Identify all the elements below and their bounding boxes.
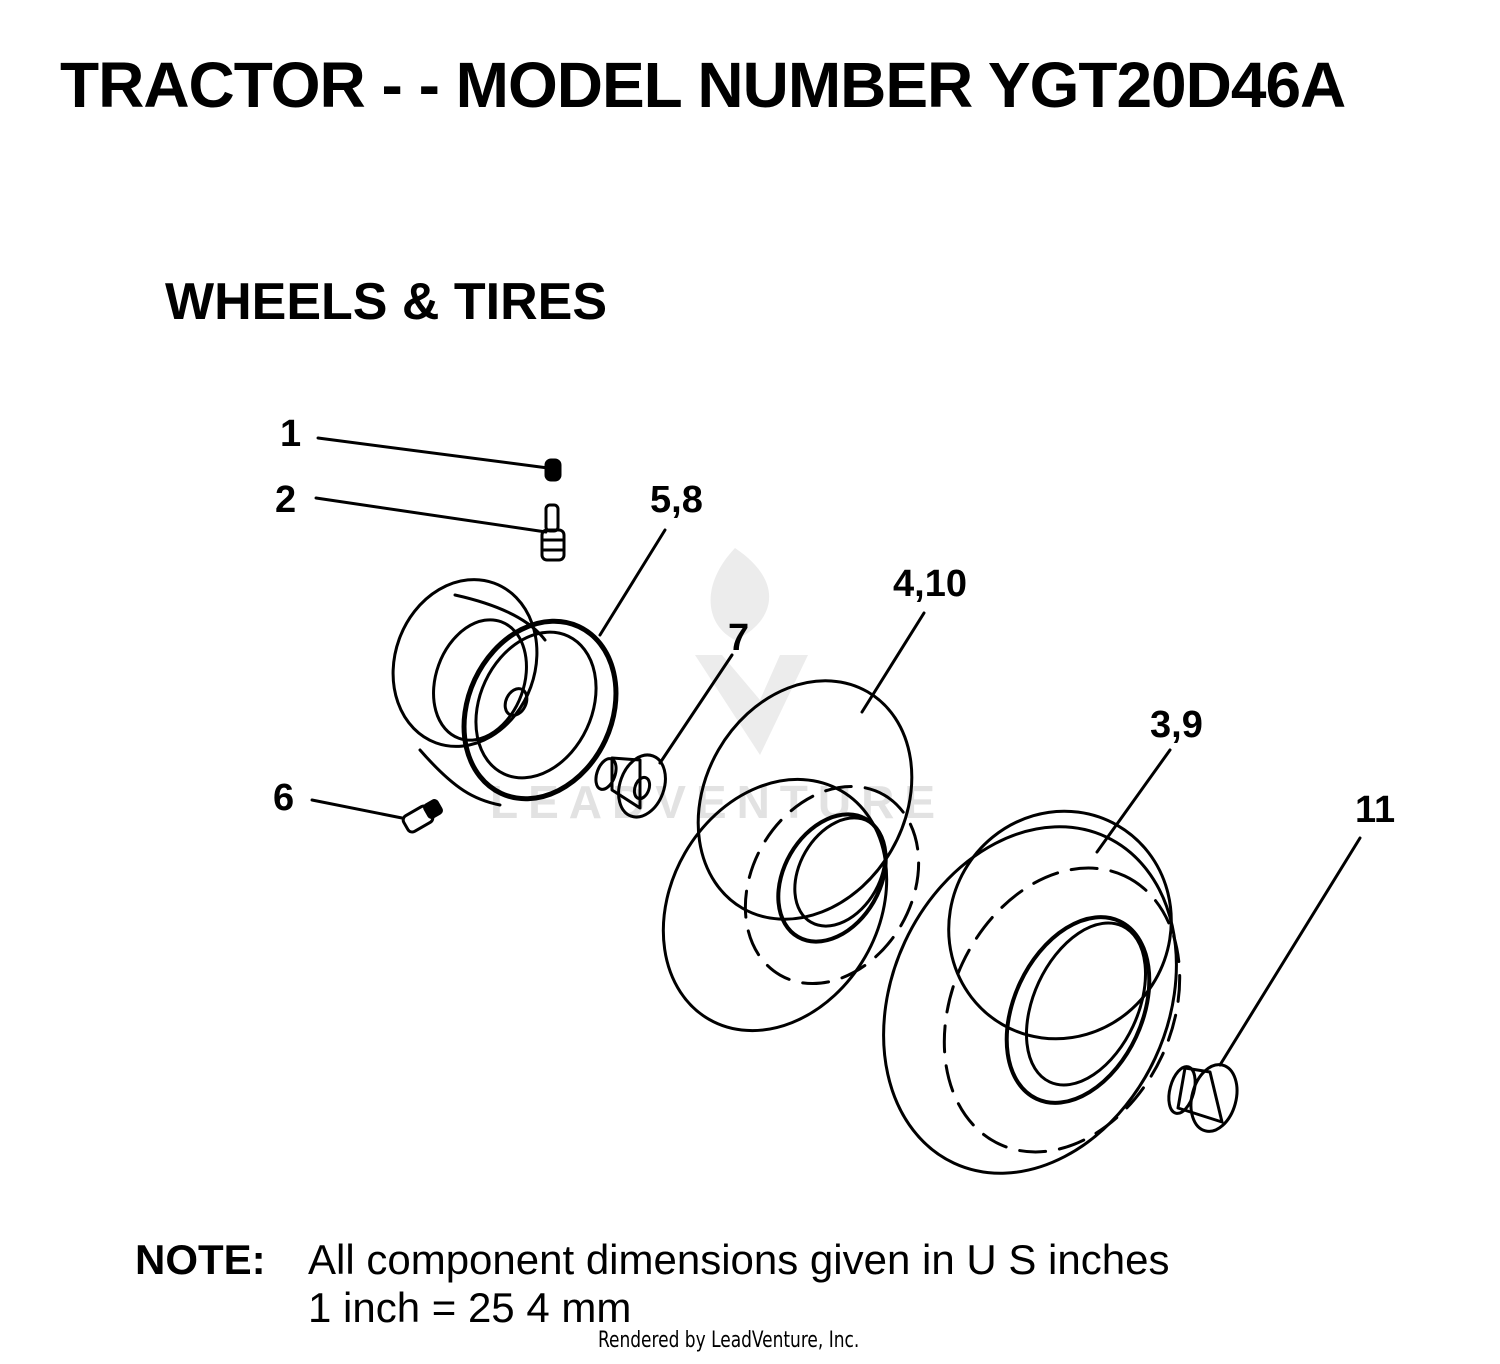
leader-line-3-9 bbox=[1095, 748, 1172, 854]
callout-7: 7 bbox=[728, 617, 749, 659]
leadventure-flame-logo-icon bbox=[695, 548, 808, 755]
flange-bushing bbox=[594, 753, 667, 819]
leader-line-1 bbox=[316, 436, 550, 470]
callout-4-10: 4,10 bbox=[893, 563, 967, 605]
callout-3-9: 3,9 bbox=[1150, 704, 1203, 746]
valve-stem bbox=[540, 503, 566, 562]
footer-credit: Rendered by LeadVenture, Inc. bbox=[598, 1328, 860, 1353]
watermark-text: LEADVENTURE bbox=[490, 776, 945, 828]
valve-cap bbox=[544, 458, 562, 482]
leader-line-5-8 bbox=[598, 528, 667, 637]
rear-tire bbox=[882, 809, 1182, 1175]
note-line-2: 1 inch = 25 4 mm bbox=[308, 1284, 632, 1331]
leader-line-7 bbox=[658, 653, 734, 765]
leader-line-4-10 bbox=[860, 611, 926, 714]
wheel-rim bbox=[391, 578, 619, 807]
callout-1: 1 bbox=[280, 413, 301, 455]
hub-cap bbox=[1167, 1063, 1239, 1133]
callout-2: 2 bbox=[275, 479, 296, 521]
note-label: NOTE: bbox=[135, 1236, 266, 1283]
leader-line-2 bbox=[314, 496, 548, 534]
note-line-1: All component dimensions given in U S in… bbox=[308, 1236, 1170, 1283]
front-tire bbox=[661, 679, 921, 1033]
callout-5-8: 5,8 bbox=[650, 479, 703, 521]
callout-11: 11 bbox=[1355, 789, 1395, 831]
grease-fitting bbox=[401, 799, 443, 834]
section-title: WHEELS & TIRES bbox=[165, 273, 608, 331]
page-title: TRACTOR - - MODEL NUMBER YGT20D46A bbox=[60, 49, 1346, 121]
leader-line-11 bbox=[1218, 836, 1362, 1067]
callout-6: 6 bbox=[273, 777, 294, 819]
leader-line-6 bbox=[310, 798, 404, 820]
